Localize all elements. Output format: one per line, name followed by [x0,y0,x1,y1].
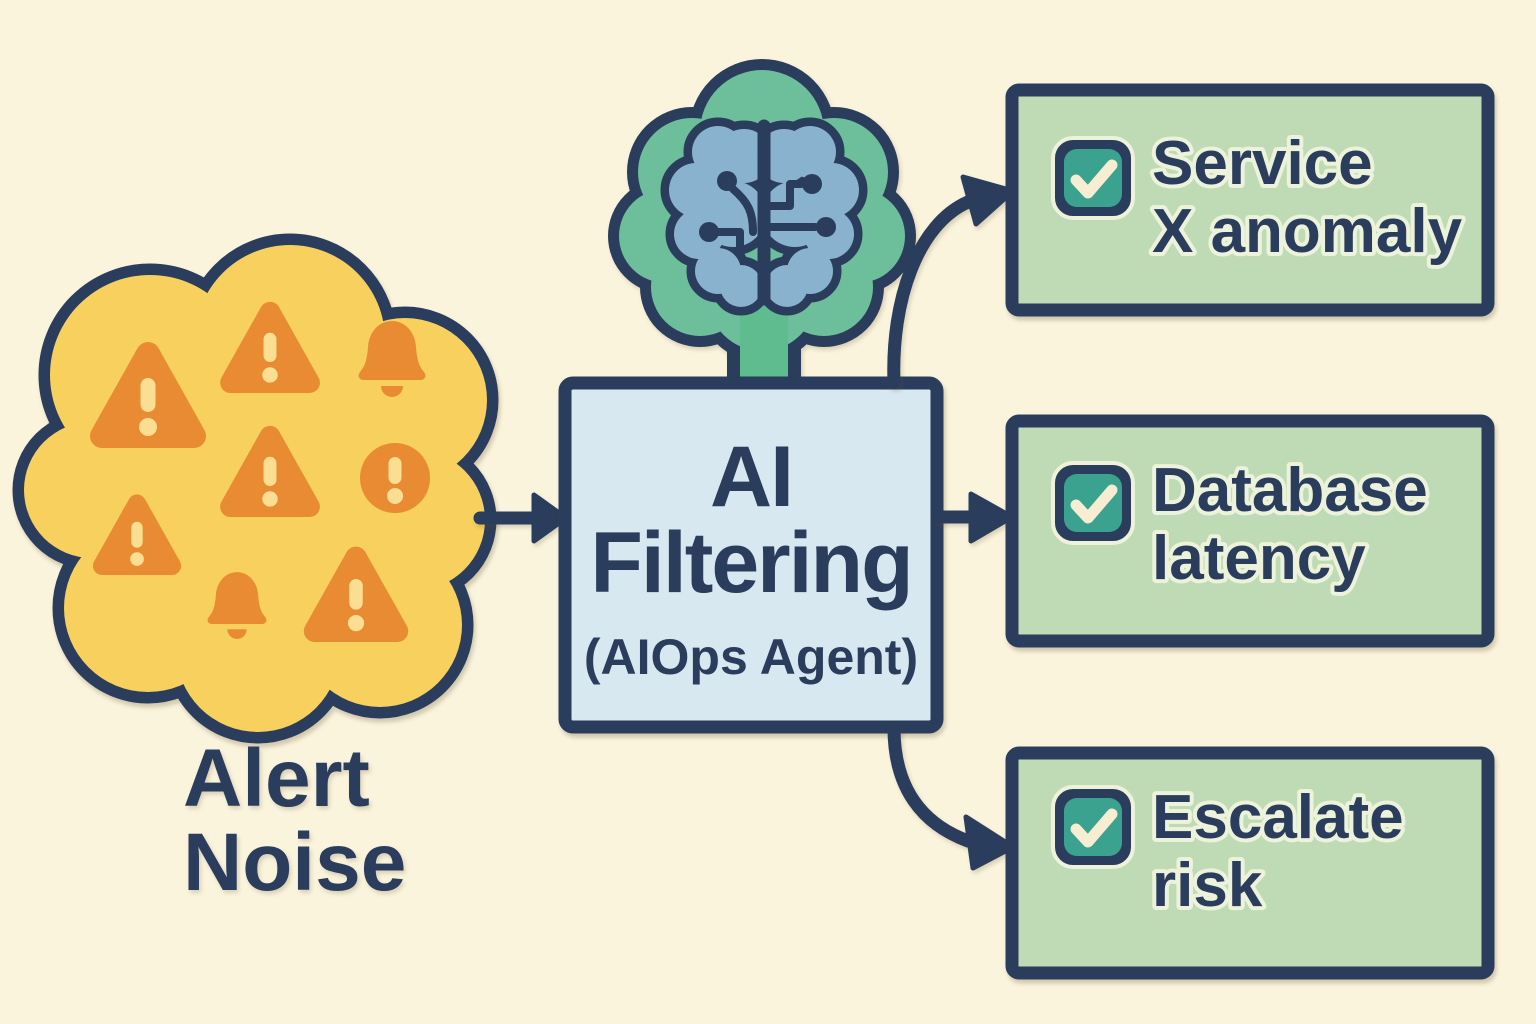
agent-title-line2: Filtering [590,515,911,611]
output-label-line1: Database [1152,456,1428,525]
output-box-database-latency: Database latency [1005,414,1495,648]
cloud-label-line2: Noise [183,817,406,908]
ai-filtering-agent-box: AI Filtering (AIOps Agent) [558,376,944,734]
checked-checkbox-icon [1053,138,1133,218]
agent-subtitle: (AIOps Agent) [584,629,918,685]
cloud-label: Alert Noise [183,733,406,908]
brain-circuit-traces [699,171,836,258]
arrow-agent-to-database-latency [933,491,1015,544]
output-box-service-x-anomaly: Service X anomaly [1005,83,1495,317]
checked-checkbox-icon [1053,463,1133,543]
alert-noise-cloud [12,233,499,744]
agent-title-line1: AI [710,429,792,525]
output-label-line2: X anomaly [1152,197,1463,266]
output-box-escalate-risk: Escalate risk [1005,746,1495,980]
output-label-line2: latency [1152,524,1366,593]
output-label-line1: Escalate [1152,783,1404,852]
checked-checkbox-icon [1053,787,1133,867]
cloud-label-line1: Alert [183,733,370,824]
arrow-agent-to-service-anomaly [887,174,1016,389]
output-label-line2: risk [1152,851,1263,920]
arrow-agent-to-escalate-risk [887,721,1016,871]
brain-circuit-icon [608,59,916,390]
arrow-cloud-to-agent [473,492,569,544]
exclamation-circle-icon [360,443,430,513]
output-label-line1: Service [1152,129,1373,198]
